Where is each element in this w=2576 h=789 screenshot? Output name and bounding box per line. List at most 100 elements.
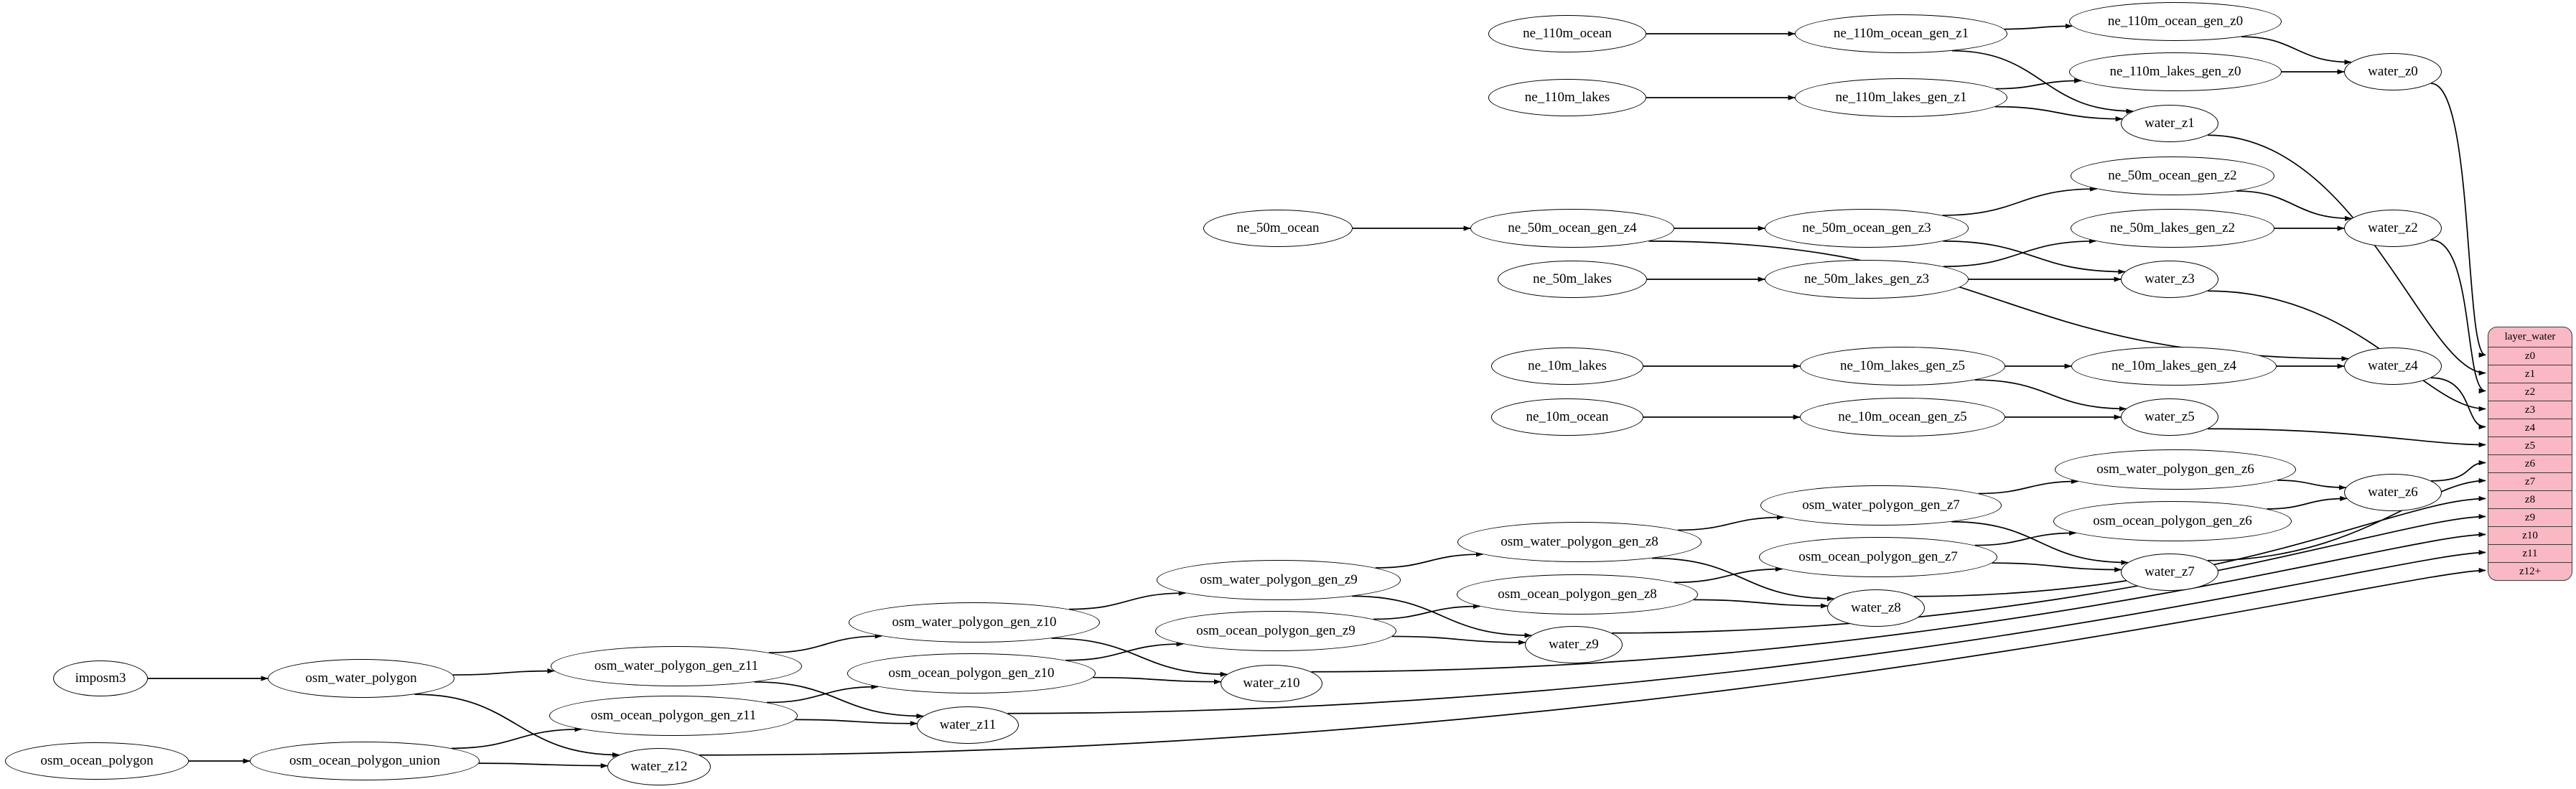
node-osm_ocean_polygon_union[interactable]: osm_ocean_polygon_union <box>250 742 480 780</box>
table-row-z7[interactable]: z7 <box>2488 472 2572 490</box>
node-label: water_z9 <box>1549 637 1599 652</box>
table-row-z9[interactable]: z9 <box>2488 508 2572 526</box>
node-osm_water_polygon_gen_z7[interactable]: osm_water_polygon_gen_z7 <box>1760 485 2002 526</box>
node-ne_110m_lakes_gen_z1[interactable]: ne_110m_lakes_gen_z1 <box>1795 78 2007 117</box>
node-label: osm_water_polygon <box>305 671 417 686</box>
node-ne_10m_ocean[interactable]: ne_10m_ocean <box>1491 398 1643 436</box>
node-water_z0[interactable]: water_z0 <box>2344 53 2442 90</box>
node-osm_ocean_polygon_gen_z11[interactable]: osm_ocean_polygon_gen_z11 <box>549 696 798 736</box>
node-osm_water_polygon_gen_z8[interactable]: osm_water_polygon_gen_z8 <box>1457 522 1702 562</box>
edge-ne_110m_lakes_gen_z1-to-water_z1 <box>1994 106 2123 122</box>
node-ne_10m_lakes[interactable]: ne_10m_lakes <box>1491 347 1643 385</box>
node-ne_10m_lakes_gen_z4[interactable]: ne_10m_lakes_gen_z4 <box>2071 347 2277 386</box>
node-label: osm_ocean_polygon_gen_z10 <box>888 666 1055 681</box>
node-ne_110m_ocean_gen_z1[interactable]: ne_110m_ocean_gen_z1 <box>1795 14 2007 53</box>
node-label: ne_110m_ocean_gen_z0 <box>2107 14 2244 29</box>
node-label: water_z12 <box>630 759 688 774</box>
node-ne_50m_lakes[interactable]: ne_50m_lakes <box>1498 261 1647 298</box>
edge-osm_ocean_polygon_union-to-osm_ocean_polygon_gen_z11 <box>451 727 582 750</box>
node-osm_ocean_polygon_gen_z10[interactable]: osm_ocean_polygon_gen_z10 <box>847 653 1096 694</box>
edge-water_z11-to-table-row-11 <box>1007 549 2486 714</box>
node-label: ne_50m_ocean_gen_z3 <box>1802 220 1931 235</box>
edge-osm_water_polygon_gen_z6-to-water_z6 <box>2277 480 2347 490</box>
table-row-z8[interactable]: z8 <box>2488 490 2572 508</box>
node-label: osm_ocean_polygon_gen_z6 <box>2093 513 2252 528</box>
node-label: ne_110m_lakes <box>1524 90 1610 105</box>
table-row-z5[interactable]: z5 <box>2488 436 2572 454</box>
node-ne_10m_ocean_gen_z5[interactable]: ne_10m_ocean_gen_z5 <box>1800 398 2005 436</box>
node-label: water_z10 <box>1243 676 1300 691</box>
node-water_z11[interactable]: water_z11 <box>917 706 1019 744</box>
table-row-z12plus[interactable]: z12+ <box>2488 562 2572 580</box>
table-row-z0[interactable]: z0 <box>2488 347 2572 365</box>
node-water_z1[interactable]: water_z1 <box>2121 105 2218 142</box>
node-label: water_z6 <box>2368 485 2418 500</box>
node-label: osm_ocean_polygon_union <box>289 753 441 768</box>
node-ne_50m_ocean_gen_z4[interactable]: ne_50m_ocean_gen_z4 <box>1470 209 1674 248</box>
edge-water_z5-to-table-row-5 <box>2208 428 2486 448</box>
node-osm_water_polygon_gen_z11[interactable]: osm_water_polygon_gen_z11 <box>551 646 802 686</box>
node-ne_110m_lakes[interactable]: ne_110m_lakes <box>1488 79 1646 116</box>
node-label: water_z7 <box>2145 564 2195 579</box>
node-water_z3[interactable]: water_z3 <box>2121 261 2218 298</box>
edge-osm_ocean_polygon_gen_z11-to-osm_ocean_polygon_gen_z10 <box>766 683 879 704</box>
node-label: water_z0 <box>2368 64 2418 79</box>
node-ne_50m_ocean[interactable]: ne_50m_ocean <box>1203 210 1353 247</box>
node-osm_water_polygon_gen_z10[interactable]: osm_water_polygon_gen_z10 <box>849 602 1100 643</box>
node-water_z10[interactable]: water_z10 <box>1221 665 1322 702</box>
edge-water_z4-to-table-row-4 <box>2431 377 2486 430</box>
node-label: imposm3 <box>75 671 126 686</box>
node-ne_10m_lakes_gen_z5[interactable]: ne_10m_lakes_gen_z5 <box>1800 347 2005 386</box>
edge-ne_50m_ocean_gen_z3-to-water_z3 <box>1943 241 2126 275</box>
node-ne_110m_lakes_gen_z0[interactable]: ne_110m_lakes_gen_z0 <box>2069 52 2282 91</box>
node-ne_50m_lakes_gen_z3[interactable]: ne_50m_lakes_gen_z3 <box>1765 260 1969 299</box>
node-water_z7[interactable]: water_z7 <box>2121 554 2218 591</box>
node-osm_water_polygon_gen_z9[interactable]: osm_water_polygon_gen_z9 <box>1157 560 1401 600</box>
edge-osm_water_polygon_gen_z10-to-osm_water_polygon_gen_z9 <box>1069 590 1186 610</box>
edge-osm_water_polygon-to-osm_water_polygon_gen_z11 <box>452 668 555 676</box>
node-osm_ocean_polygon_gen_z8[interactable]: osm_ocean_polygon_gen_z8 <box>1457 574 1698 615</box>
table-row-z4[interactable]: z4 <box>2488 419 2572 436</box>
node-osm_water_polygon_gen_z6[interactable]: osm_water_polygon_gen_z6 <box>2055 449 2296 490</box>
node-label: water_z8 <box>1851 600 1901 615</box>
edge-osm_ocean_polygon_gen_z8-to-water_z8 <box>1694 599 1829 609</box>
node-label: osm_ocean_polygon <box>40 753 154 768</box>
edge-water_z1-to-table-row-1 <box>2208 134 2486 376</box>
node-water_z2[interactable]: water_z2 <box>2344 210 2442 247</box>
node-ne_110m_ocean_gen_z0[interactable]: ne_110m_ocean_gen_z0 <box>2069 2 2282 41</box>
node-osm_ocean_polygon_gen_z7[interactable]: osm_ocean_polygon_gen_z7 <box>1759 537 1997 577</box>
node-water_z9[interactable]: water_z9 <box>1525 626 1623 663</box>
node-label: ne_10m_lakes_gen_z4 <box>2111 358 2237 373</box>
table-row-z2[interactable]: z2 <box>2488 383 2572 401</box>
node-water_z6[interactable]: water_z6 <box>2344 474 2442 511</box>
node-ne_110m_ocean[interactable]: ne_110m_ocean <box>1488 15 1646 52</box>
node-imposm3[interactable]: imposm3 <box>53 660 148 696</box>
node-ne_50m_lakes_gen_z2[interactable]: ne_50m_lakes_gen_z2 <box>2071 209 2274 248</box>
table-row-z6[interactable]: z6 <box>2488 454 2572 472</box>
node-ne_50m_ocean_gen_z3[interactable]: ne_50m_ocean_gen_z3 <box>1765 209 1969 248</box>
table-row-z1[interactable]: z1 <box>2488 365 2572 383</box>
table-row-z10[interactable]: z10 <box>2488 526 2572 544</box>
node-ne_50m_ocean_gen_z2[interactable]: ne_50m_ocean_gen_z2 <box>2071 157 2274 195</box>
edge-osm_water_polygon_gen_z9-to-water_z9 <box>1352 595 1532 638</box>
edge-osm_ocean_polygon_gen_z6-to-water_z6 <box>2267 495 2348 510</box>
node-water_z5[interactable]: water_z5 <box>2121 398 2218 436</box>
edge-osm_water_polygon_gen_z11-to-water_z11 <box>754 681 924 719</box>
node-osm_water_polygon[interactable]: osm_water_polygon <box>268 659 454 698</box>
edge-ne_110m_ocean_gen_z1-to-ne_110m_ocean_gen_z0 <box>2004 23 2073 30</box>
node-water_z4[interactable]: water_z4 <box>2344 347 2442 385</box>
node-label: osm_ocean_polygon_gen_z9 <box>1196 623 1355 638</box>
edge-water_z6-to-table-row-6 <box>2431 459 2486 482</box>
node-osm_ocean_polygon[interactable]: osm_ocean_polygon <box>5 742 189 780</box>
node-water_z12[interactable]: water_z12 <box>607 748 711 785</box>
node-osm_ocean_polygon_gen_z9[interactable]: osm_ocean_polygon_gen_z9 <box>1155 611 1396 651</box>
edge-osm_water_polygon_gen_z11-to-osm_water_polygon_gen_z10 <box>768 633 882 653</box>
node-label: osm_water_polygon_gen_z10 <box>892 615 1057 630</box>
node-water_z8[interactable]: water_z8 <box>1827 589 1925 627</box>
table-row-z11[interactable]: z11 <box>2488 544 2572 562</box>
node-osm_ocean_polygon_gen_z6[interactable]: osm_ocean_polygon_gen_z6 <box>2053 501 2292 541</box>
edge-osm_ocean_polygon_union-to-water_z12 <box>478 762 608 769</box>
table-row-z3[interactable]: z3 <box>2488 401 2572 419</box>
